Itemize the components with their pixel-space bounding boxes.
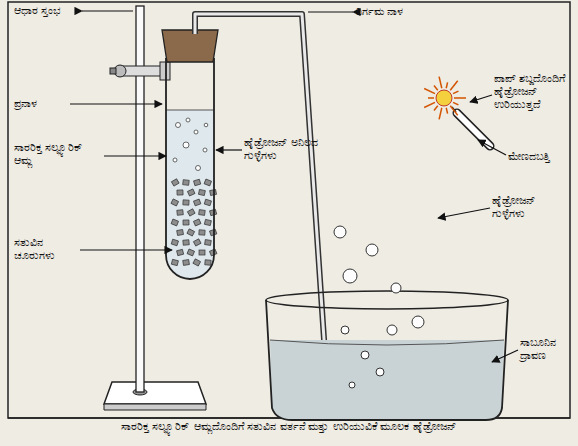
acid-label: ಸಾರರಿಕ್ತ ಸಲ್ಫ್ಯೂರಿಕ್ ಆಮ್ಲ	[14, 141, 104, 167]
zinc-label: ಸತುವಿನ ಚೂರುಗಳು	[14, 236, 80, 262]
stand-base	[104, 382, 206, 404]
beaker	[266, 300, 508, 420]
hydrogen-bubbles	[334, 226, 424, 388]
acid-liquid	[166, 110, 214, 279]
gas-bubbles	[173, 118, 208, 171]
stand-label: ಆಧಾರ ಸ್ತಂಭ	[14, 4, 82, 17]
candle-label: ಮೇಣದಬತ್ತಿ	[508, 150, 570, 163]
figure-caption: ಸಾರರಿಕ್ತ ಸಲ್ಫ್ಯೂರಿಕ್ ಆಮ್ಲದೊಂದಿಗೆ ಸತುವಿನ …	[12, 421, 566, 433]
zinc-granules	[171, 179, 217, 266]
soap-solution	[270, 340, 504, 420]
test-tube	[166, 58, 214, 279]
soap-solution-label: ಸಾಬೂನಿನ ದ್ರಾವಣ	[520, 336, 572, 362]
delivery-tube-label: ನಿರ್ಗಮ ನಾಳ	[356, 5, 456, 18]
pop-sound-label: ಪಾಪ್ ಶಬ್ದದೊಂದಿಗೆ ಹೈಡ್ರೋಜನ್ ಉರಿಯುತ್ತದೆ	[494, 72, 570, 111]
candle	[452, 107, 490, 146]
stopper	[162, 30, 218, 62]
stand-rod	[136, 6, 144, 392]
leader-lines	[70, 11, 518, 362]
pop-flame	[424, 77, 466, 120]
gas-bubbles-label: ಹೈಡ್ರೋಜನ್ ಅನಿಲದ ಗುಳ್ಳೆಗಳು	[244, 136, 344, 162]
test-tube-label: ಪ್ರನಾಳ	[14, 97, 70, 110]
bubbles-label: ಹೈಡ್ರೋಜನ್ ಗುಳ್ಳೆಗಳು	[492, 194, 570, 220]
